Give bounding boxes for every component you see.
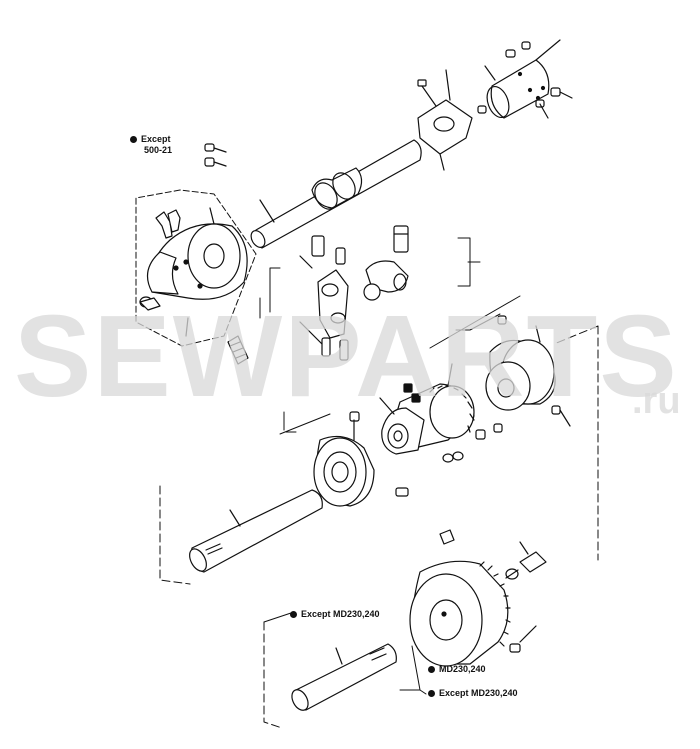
lower-large-gear: [409, 529, 547, 667]
bullet-icon: [428, 690, 435, 697]
left-group-boundary: [135, 189, 257, 347]
bullet-icon: [130, 136, 137, 143]
main-shaft: [250, 139, 422, 249]
label-model-text: 500-21: [144, 145, 173, 155]
label-except-text: Except: [141, 134, 171, 144]
middle-bracket-group: [259, 237, 481, 319]
middle-group-boundary: [159, 295, 599, 585]
lower-shaft: [291, 643, 397, 711]
top-set-screws: [477, 41, 573, 119]
cam-screws: [139, 143, 249, 365]
label-except-500-21: Except 500-21: [130, 134, 172, 156]
center-gear: [379, 363, 503, 463]
watermark-text: SEWPARTS: [14, 291, 679, 421]
label-md: MD230,240: [428, 664, 486, 675]
bullet-icon: [428, 666, 435, 673]
label-except-md-upper: Except MD230,240: [290, 609, 380, 620]
left-pulley: [313, 411, 409, 507]
bullet-icon: [290, 611, 297, 618]
label-except-md-lower: Except MD230,240: [428, 688, 518, 699]
lower-left-shaft: [189, 489, 323, 573]
yoke-bracket: [299, 235, 349, 361]
eccentric-cam: [146, 207, 248, 337]
lower-group-boundary: [263, 611, 427, 729]
ball-joint: [363, 225, 409, 301]
clamp-block: [417, 69, 473, 171]
right-pulley: [485, 315, 571, 427]
watermark-domain: .ru: [632, 380, 681, 422]
top-coupling-collar: [484, 39, 561, 119]
